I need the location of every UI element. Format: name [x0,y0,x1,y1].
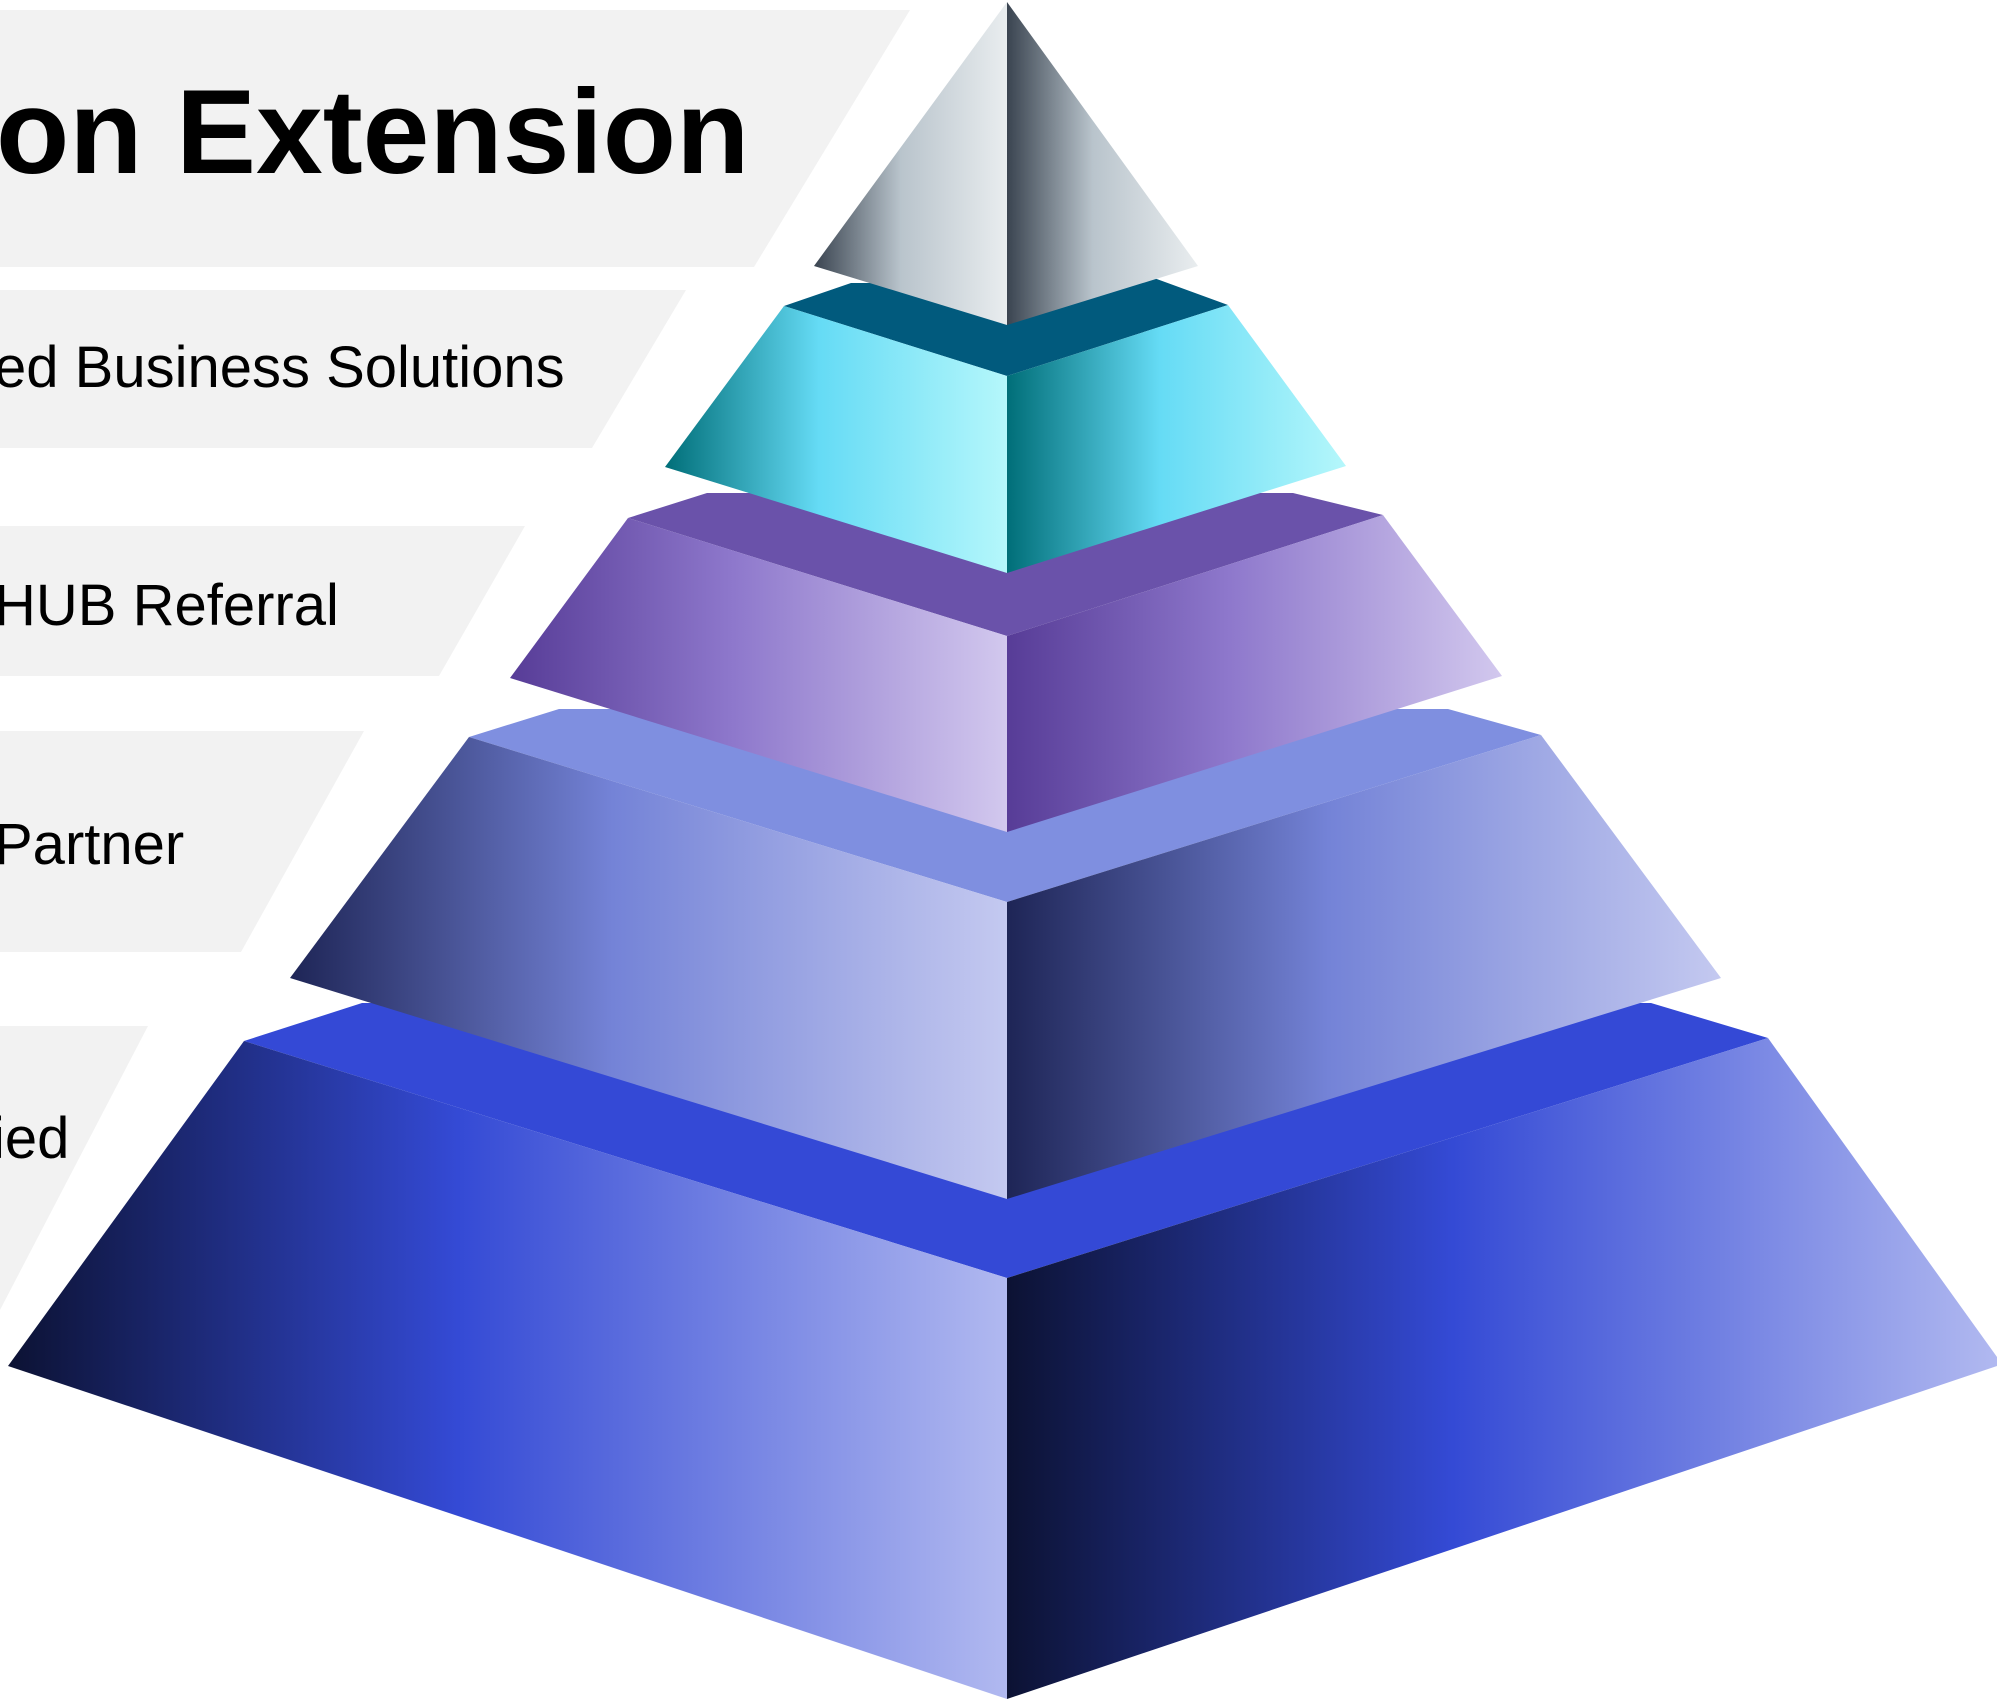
level-2-label: ed Business Solutions [0,335,565,400]
level-3-label: HUB Referral [0,573,339,638]
pyramid-level-1-right-face [1007,2,1198,325]
pyramid-level-2-left-face [665,306,1007,573]
pyramid-level-3-right-face [1007,515,1502,832]
pyramid-level-5-left-face [8,1041,1007,1699]
labels: on Extension ed Business Solutions HUB R… [0,65,749,1171]
label-bands [0,10,910,1310]
pyramid-level-2 [665,278,1346,573]
pyramid-level-2-right-face [1007,305,1346,573]
label-band-level-1 [0,10,910,267]
label-band-level-3 [0,526,525,676]
pyramid-level-4-right-face [1007,735,1721,1199]
pyramid-level-3-left-face [510,518,1007,832]
pyramid-level-4 [290,709,1721,1199]
pyramid-level-1-left-face [814,2,1007,325]
pyramid-level-4-left-face [290,737,1007,1199]
level-5-label: ied [0,1106,69,1171]
label-band-level-5 [0,1026,148,1310]
pyramid [8,2,1997,1699]
label-band-level-2 [0,290,686,448]
pyramid-level-2-top-face [784,278,1228,376]
pyramid-level-5-right-face [1007,1038,1997,1699]
label-band-level-4 [0,731,364,952]
pyramid-level-1 [814,2,1198,325]
level-4-label: Partner [0,812,184,877]
level-1-label: on Extension [0,65,749,199]
